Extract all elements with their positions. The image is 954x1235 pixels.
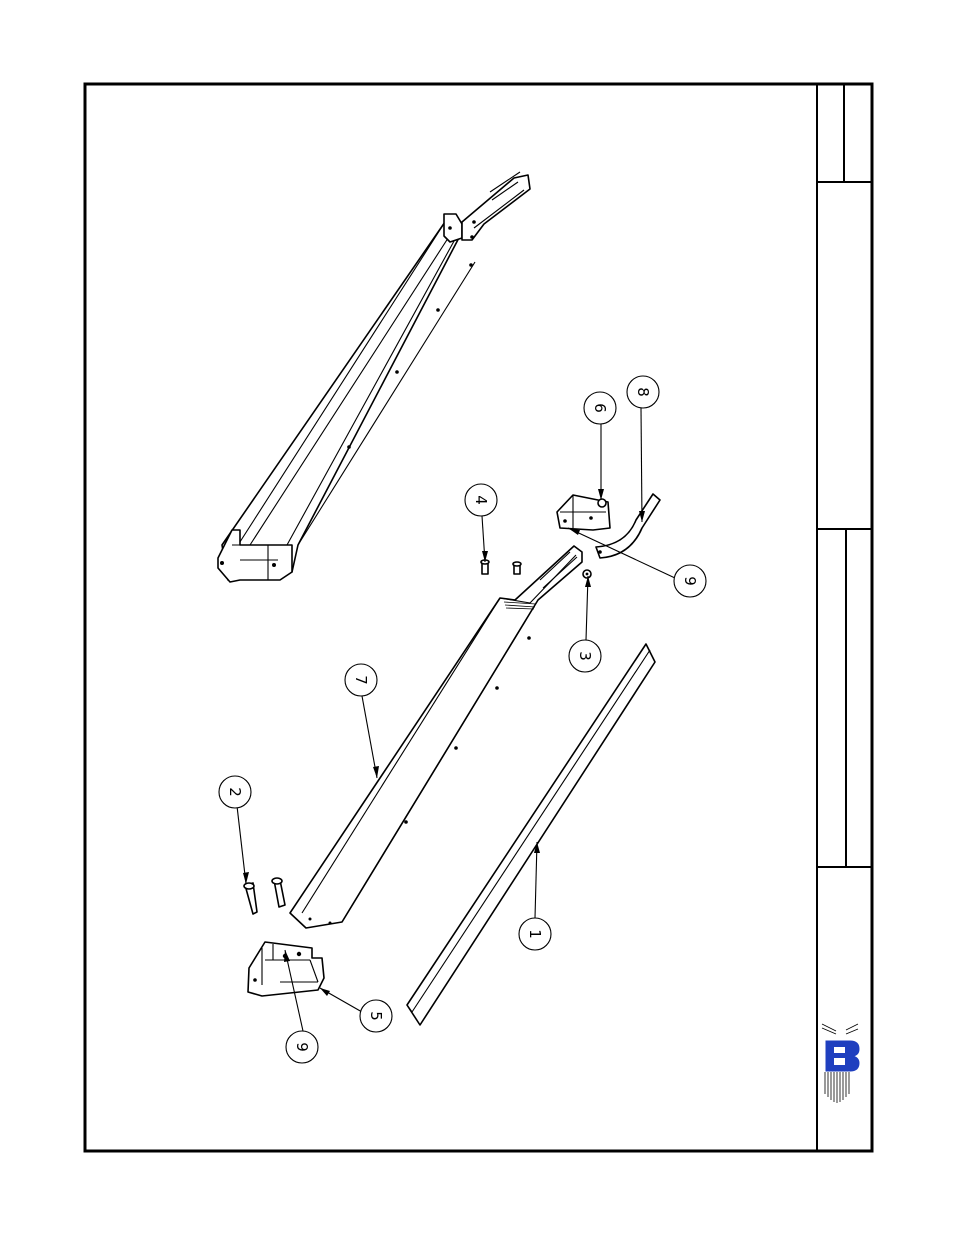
balloon-label: 5 xyxy=(367,1011,385,1021)
balloon-label: 7 xyxy=(352,675,370,685)
title-block xyxy=(817,84,872,1151)
balloon-label: 1 xyxy=(526,929,544,939)
balloon-b5: 5 xyxy=(360,1000,392,1032)
balloon-label: 8 xyxy=(634,387,652,397)
block-part-6 xyxy=(557,495,610,530)
balloon-b9b: 9 xyxy=(674,565,706,597)
balloon-b6: 6 xyxy=(584,392,616,424)
balloon-b3: 3 xyxy=(569,640,601,672)
balloon-label: 9 xyxy=(293,1042,311,1052)
balloon-label: 4 xyxy=(472,495,490,505)
bracket-part-5 xyxy=(248,942,324,996)
balloon-b4: 4 xyxy=(465,484,497,516)
fasteners-part-4 xyxy=(481,560,521,574)
fastener-part-3 xyxy=(583,570,591,578)
balloon-b2: 2 xyxy=(219,776,251,808)
balloon-label: 6 xyxy=(591,403,609,413)
balloon-label: 9 xyxy=(681,576,699,586)
drawing-border xyxy=(85,84,872,1151)
balloon-b9a: 9 xyxy=(286,1031,318,1063)
balloon-b7: 7 xyxy=(345,664,377,696)
balloon-b1: 1 xyxy=(519,918,551,950)
balloon-label: 3 xyxy=(576,651,594,661)
channel-part-7 xyxy=(290,546,582,928)
balloon-label: 2 xyxy=(226,787,244,797)
assembled-rail xyxy=(218,172,530,582)
balloon-b8: 8 xyxy=(627,376,659,408)
b-logo-icon xyxy=(822,1024,859,1103)
bolts-part-2 xyxy=(244,878,285,914)
